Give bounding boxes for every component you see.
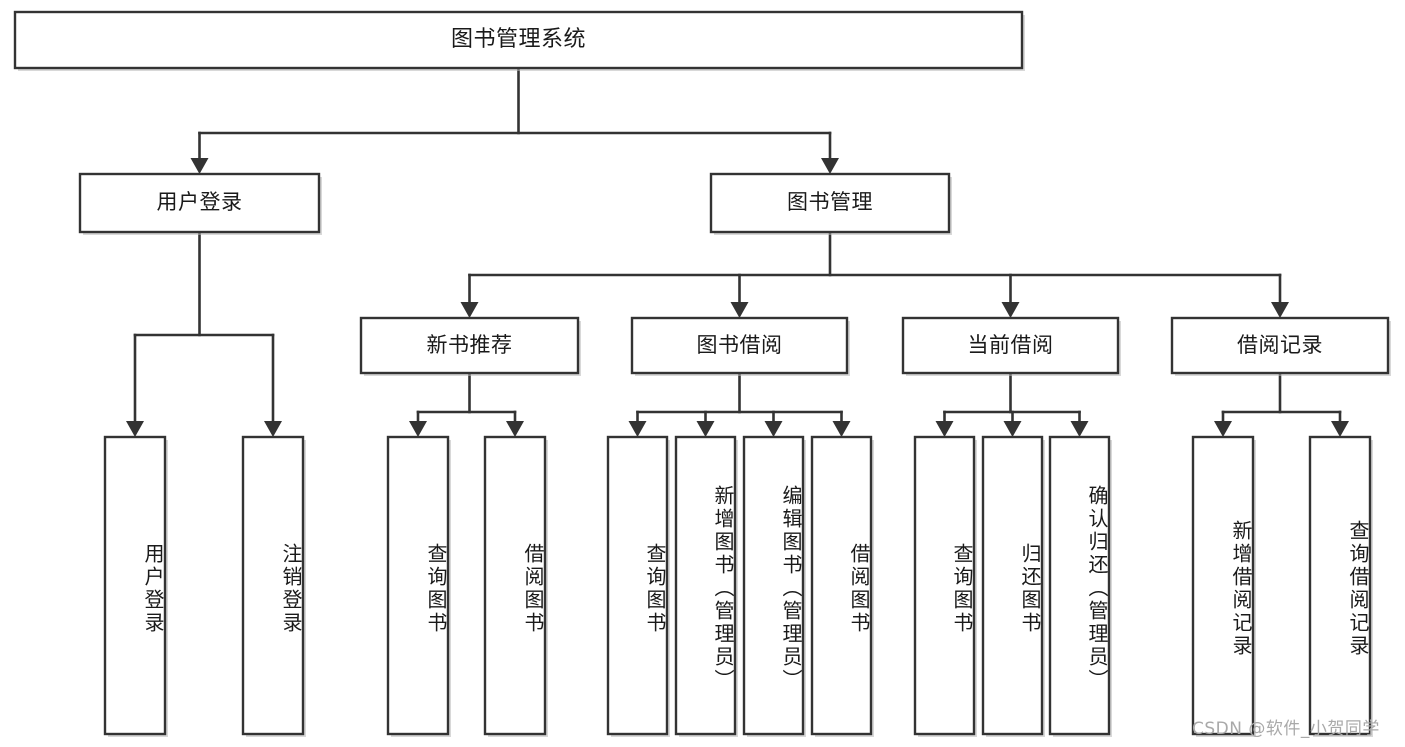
node-box-book-borrow[interactable]: [630, 316, 849, 375]
node-box-leaf-query-book-rec[interactable]: [386, 435, 450, 736]
node-box-root[interactable]: [13, 10, 1024, 70]
node-box-new-book-rec[interactable]: [359, 316, 580, 375]
node-box-layer: [13, 10, 1391, 737]
node-box-leaf-logout[interactable]: [241, 435, 305, 736]
node-box-leaf-borrow-book[interactable]: [810, 435, 873, 736]
node-box-leaf-edit-book[interactable]: [742, 435, 805, 736]
arrow-head-icon: [264, 421, 282, 437]
arrow-head-icon: [935, 421, 954, 437]
arrow-head-icon: [1070, 421, 1089, 437]
arrow-head-icon: [190, 158, 209, 174]
node-box-leaf-query-book-borrow[interactable]: [606, 435, 669, 736]
arrow-head-icon: [696, 421, 715, 437]
node-box-leaf-confirm-return[interactable]: [1048, 435, 1111, 736]
node-box-borrow-record[interactable]: [1170, 316, 1390, 375]
node-box-user-login[interactable]: [78, 172, 321, 234]
node-box-leaf-query-book-cur[interactable]: [913, 435, 976, 736]
node-box-leaf-add-book[interactable]: [674, 435, 737, 736]
arrow-head-icon: [506, 421, 524, 437]
arrow-head-icon: [1003, 421, 1022, 437]
node-box-leaf-return-book[interactable]: [981, 435, 1044, 736]
arrow-head-icon: [764, 421, 783, 437]
arrow-head-icon: [1001, 302, 1020, 318]
arrow-head-icon: [1331, 421, 1349, 437]
node-box-leaf-add-record[interactable]: [1191, 435, 1255, 736]
node-box-leaf-query-record[interactable]: [1308, 435, 1372, 736]
arrow-head-icon: [1214, 421, 1232, 437]
arrow-head-icon: [832, 421, 851, 437]
arrow-head-icon: [409, 421, 427, 437]
node-box-leaf-borrow-book-rec[interactable]: [483, 435, 547, 736]
node-box-current-borrow[interactable]: [901, 316, 1120, 375]
arrow-head-icon: [628, 421, 647, 437]
connector-layer: [126, 66, 1349, 437]
csdn-watermark: CSDN @软件_小贺同学: [1192, 719, 1380, 739]
arrow-head-icon: [730, 302, 749, 318]
node-box-book-manage[interactable]: [709, 172, 951, 234]
arrow-head-icon: [1271, 302, 1289, 318]
arrow-head-icon: [821, 158, 839, 174]
node-box-leaf-user-login[interactable]: [103, 435, 167, 736]
arrow-head-icon: [460, 302, 479, 318]
arrow-head-icon: [126, 421, 144, 437]
